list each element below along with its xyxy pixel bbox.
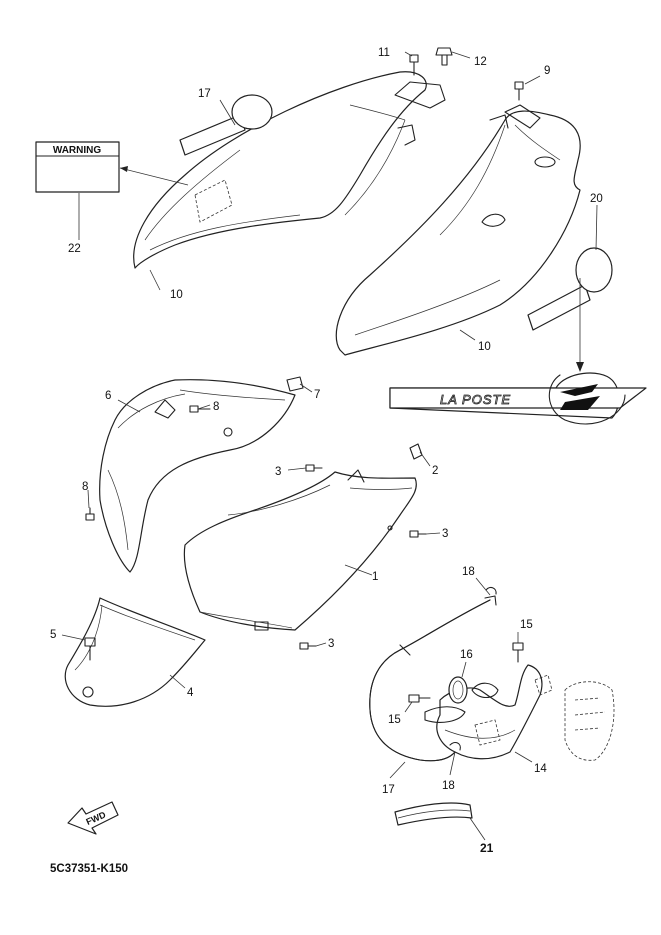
callout-2: 2 [432, 465, 438, 477]
front-cover-part-4 [64, 597, 206, 707]
callout-18a: 18 [462, 566, 475, 578]
callout-17: 17 [382, 784, 395, 796]
callout-3a: 3 [275, 466, 281, 478]
callout-14: 14 [534, 763, 547, 775]
callout-8b: 8 [82, 481, 88, 493]
side-cover-left-part-11 [133, 71, 446, 269]
callout-15b: 15 [388, 714, 401, 726]
callout-3b: 3 [442, 528, 448, 540]
warning-label-text: WARNING [53, 145, 102, 156]
callout-labels: 17 22 10 11 12 9 20 10 6 7 8 8 3 2 3 1 3… [50, 47, 603, 855]
trim-part-21 [394, 802, 473, 826]
callout-15a: 15 [520, 619, 533, 631]
la-poste-decal: LA POSTE [389, 278, 647, 425]
la-poste-text: LA POSTE [440, 392, 511, 407]
forward-arrow-icon: FWD [67, 801, 119, 835]
callout-18b: 18 [442, 780, 455, 792]
callout-4: 4 [187, 687, 194, 699]
callout-20: 17 [198, 88, 211, 100]
callout-16: 16 [460, 649, 473, 661]
callout-6: 6 [105, 390, 111, 402]
callout-9: 10 [478, 341, 491, 353]
callout-21: 21 [480, 841, 494, 855]
callout-12: 11 [378, 47, 390, 59]
warning-label-part-22: WARNING [35, 141, 189, 193]
callout-7: 7 [314, 389, 320, 401]
callout-10: 9 [544, 65, 550, 77]
side-cover-right-part-9 [335, 104, 581, 356]
decal-part-20 [179, 94, 273, 156]
leader-lines [61, 51, 598, 841]
callout-19: 20 [590, 193, 603, 205]
callout-13: 12 [474, 56, 487, 68]
hose-part-17 [369, 595, 497, 762]
callout-22: 22 [68, 243, 81, 255]
decal-part-19 [527, 247, 613, 331]
fasteners [84, 47, 524, 751]
callout-1: 1 [372, 571, 378, 583]
callout-8a: 8 [213, 401, 219, 413]
callout-5: 5 [50, 629, 56, 641]
side-cover-part-1 [183, 469, 417, 631]
callout-11: 10 [170, 289, 183, 301]
callout-3c: 3 [328, 638, 334, 650]
inner-panel-part-6 [99, 379, 296, 573]
diagram-code: 5C37351-K150 [50, 863, 128, 875]
cap-part-16 [448, 676, 468, 704]
